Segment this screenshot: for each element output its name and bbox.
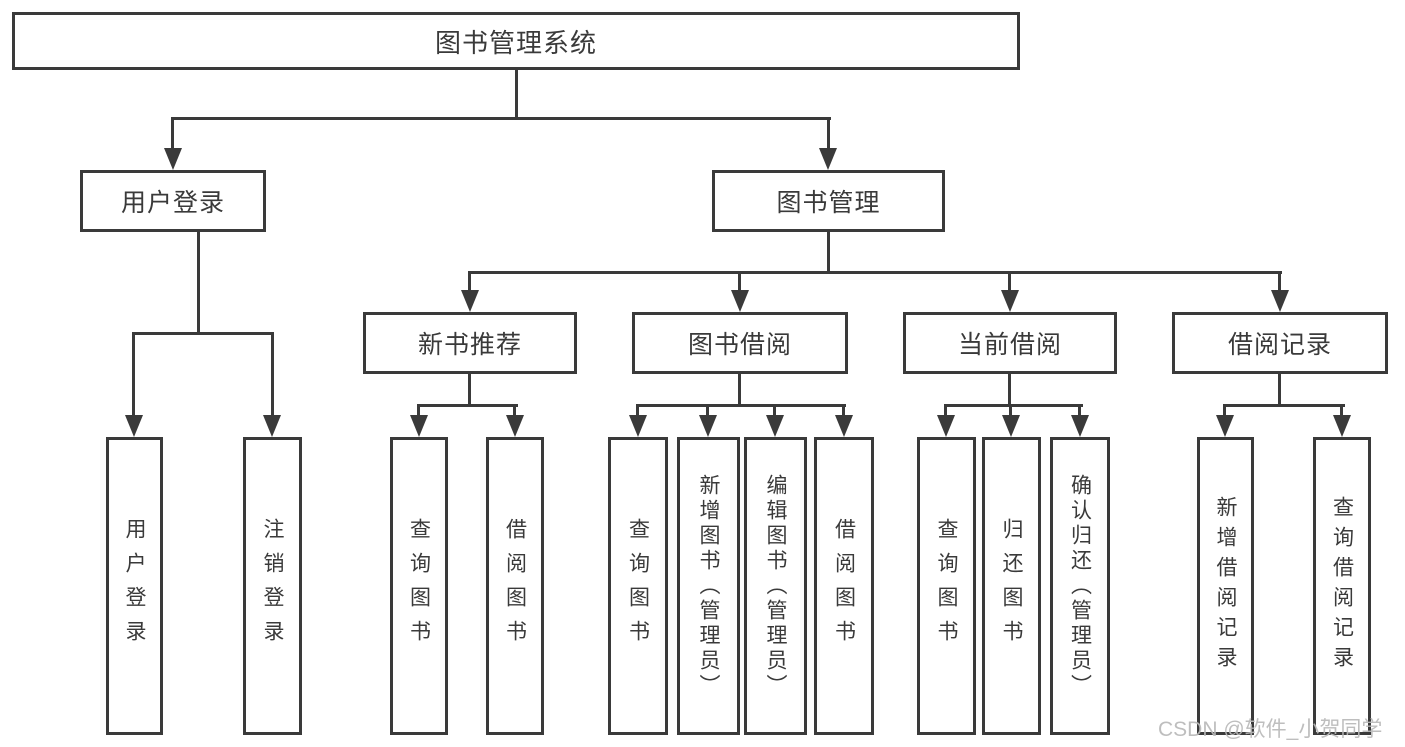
leaf-confirm-return-admin: 确认归还（管理员） bbox=[1050, 437, 1110, 735]
connector-line bbox=[171, 117, 831, 120]
leaf-edit-book-admin: 编辑图书（管理员） bbox=[744, 437, 807, 735]
connector-line bbox=[417, 404, 518, 407]
connector-line bbox=[842, 404, 845, 417]
leaf-add-borrow-record: 新增借阅记录 bbox=[1197, 437, 1254, 735]
connector-line bbox=[271, 332, 274, 417]
connector-line bbox=[827, 117, 830, 150]
arrowhead-down-icon bbox=[699, 415, 717, 437]
leaf-add-book-admin-label: 新增图书（管理员） bbox=[697, 473, 720, 699]
connector-line bbox=[944, 404, 1083, 407]
connector-line bbox=[706, 404, 709, 417]
watermark: CSDN @软件_小贺同学 bbox=[1158, 718, 1383, 741]
connector-line bbox=[132, 332, 135, 417]
connector-line bbox=[1278, 271, 1281, 292]
arrowhead-down-icon bbox=[766, 415, 784, 437]
leaf-query-borrow-record-label: 查询借阅记录 bbox=[1330, 496, 1354, 676]
connector-line bbox=[1008, 271, 1011, 292]
connector-line bbox=[1009, 404, 1012, 417]
connector-line bbox=[513, 404, 516, 417]
leaf-borrow-books-borrowing: 借阅图书 bbox=[814, 437, 874, 735]
leaf-logout-login-label: 注销登录 bbox=[261, 518, 284, 654]
connector-line bbox=[636, 404, 846, 407]
node-borrowing-records: 借阅记录 bbox=[1172, 312, 1388, 374]
connector-line bbox=[468, 374, 471, 407]
arrowhead-down-icon bbox=[1071, 415, 1089, 437]
connector-line bbox=[468, 271, 1282, 274]
leaf-borrow-books-recommend-label: 借阅图书 bbox=[503, 518, 527, 654]
arrowhead-down-icon bbox=[461, 290, 479, 312]
leaf-confirm-return-admin-label: 确认归还（管理员） bbox=[1068, 473, 1092, 699]
arrowhead-down-icon bbox=[164, 148, 182, 170]
leaf-return-books-label: 归还图书 bbox=[1000, 518, 1023, 654]
connector-line bbox=[636, 404, 639, 417]
arrowhead-down-icon bbox=[506, 415, 524, 437]
connector-line bbox=[773, 404, 776, 417]
arrowhead-down-icon bbox=[410, 415, 428, 437]
connector-line bbox=[197, 232, 200, 335]
connector-line bbox=[738, 271, 741, 292]
leaf-logout-login: 注销登录 bbox=[243, 437, 302, 735]
leaf-query-books-recommend: 查询图书 bbox=[390, 437, 448, 735]
leaf-query-books-current: 查询图书 bbox=[917, 437, 976, 735]
node-current-borrowing-label: 当前借阅 bbox=[957, 331, 1062, 359]
connector-line bbox=[515, 70, 518, 120]
arrowhead-down-icon bbox=[1002, 415, 1020, 437]
leaf-query-books-borrowing-label: 查询图书 bbox=[626, 518, 650, 654]
arrowhead-down-icon bbox=[629, 415, 647, 437]
leaf-user-login-label: 用户登录 bbox=[123, 518, 146, 654]
node-book-borrowing-label: 图书借阅 bbox=[687, 331, 792, 359]
arrowhead-down-icon bbox=[1216, 415, 1234, 437]
leaf-user-login: 用户登录 bbox=[106, 437, 163, 735]
connector-line bbox=[417, 404, 420, 417]
connector-line bbox=[468, 271, 471, 292]
arrowhead-down-icon bbox=[937, 415, 955, 437]
arrowhead-down-icon bbox=[835, 415, 853, 437]
node-new-book-recommend-label: 新书推荐 bbox=[417, 331, 522, 359]
arrowhead-down-icon bbox=[1001, 290, 1019, 312]
leaf-query-books-current-label: 查询图书 bbox=[935, 518, 958, 654]
node-current-borrowing: 当前借阅 bbox=[903, 312, 1117, 374]
connector-line bbox=[738, 374, 741, 407]
arrowhead-down-icon bbox=[1271, 290, 1289, 312]
node-library-system: 图书管理系统 bbox=[12, 12, 1020, 70]
leaf-add-book-admin: 新增图书（管理员） bbox=[677, 437, 740, 735]
connector-line bbox=[1223, 404, 1226, 417]
connector-line bbox=[1008, 374, 1011, 407]
connector-line bbox=[132, 332, 274, 335]
connector-line bbox=[1078, 404, 1081, 417]
node-book-management-label: 图书管理 bbox=[776, 189, 881, 217]
connector-line bbox=[827, 232, 830, 273]
arrowhead-down-icon bbox=[819, 148, 837, 170]
leaf-add-borrow-record-label: 新增借阅记录 bbox=[1214, 496, 1237, 676]
arrowhead-down-icon bbox=[1333, 415, 1351, 437]
connector-line bbox=[171, 117, 174, 150]
leaf-query-books-borrowing: 查询图书 bbox=[608, 437, 668, 735]
node-book-management: 图书管理 bbox=[712, 170, 945, 232]
connector-line bbox=[1223, 404, 1345, 407]
connector-line bbox=[1278, 374, 1281, 407]
node-library-system-label: 图书管理系统 bbox=[434, 27, 597, 58]
node-borrowing-records-label: 借阅记录 bbox=[1227, 331, 1332, 359]
arrowhead-down-icon bbox=[125, 415, 143, 437]
connector-line bbox=[944, 404, 947, 417]
connector-line bbox=[1340, 404, 1343, 417]
leaf-edit-book-admin-label: 编辑图书（管理员） bbox=[764, 473, 787, 699]
leaf-borrow-books-borrowing-label: 借阅图书 bbox=[832, 518, 856, 654]
node-user-login: 用户登录 bbox=[80, 170, 266, 232]
leaf-query-books-recommend-label: 查询图书 bbox=[407, 518, 431, 654]
leaf-borrow-books-recommend: 借阅图书 bbox=[486, 437, 544, 735]
arrowhead-down-icon bbox=[263, 415, 281, 437]
leaf-return-books: 归还图书 bbox=[982, 437, 1041, 735]
leaf-query-borrow-record: 查询借阅记录 bbox=[1313, 437, 1371, 735]
node-new-book-recommend: 新书推荐 bbox=[363, 312, 577, 374]
node-user-login-label: 用户登录 bbox=[120, 189, 225, 217]
node-book-borrowing: 图书借阅 bbox=[632, 312, 848, 374]
arrowhead-down-icon bbox=[731, 290, 749, 312]
